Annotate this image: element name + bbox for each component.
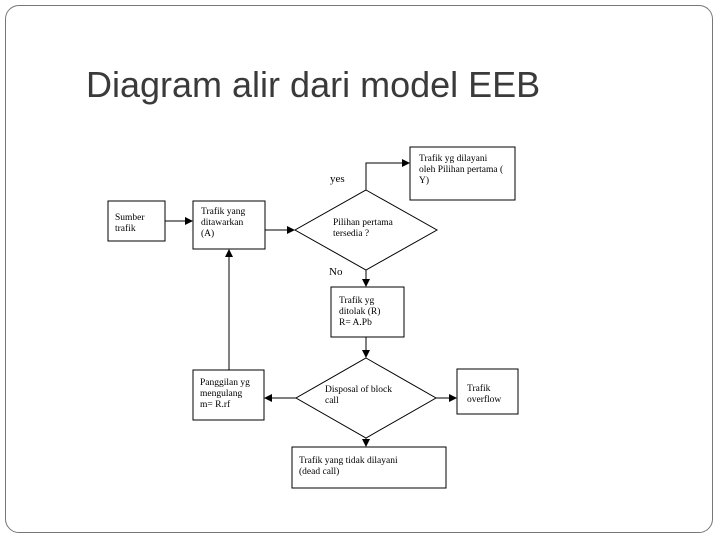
node-dilayani-box xyxy=(409,146,516,201)
node-tidak-dilayani-label: Trafik yang tidak dilayani (dead call) xyxy=(299,456,398,477)
edge-label-yes: yes xyxy=(330,173,345,185)
node-sumber-label: Sumber trafik xyxy=(115,213,145,234)
node-ditawarkan-label: Trafik yang ditawarkan (A) xyxy=(201,207,246,239)
node-dilayani-label: Trafik yg dilayani oleh Pilihan pertama … xyxy=(419,154,504,186)
node-disposal-label: Disposal of block call xyxy=(325,385,393,406)
node-pilihan-label: Pilihan pertama tersedia ? xyxy=(333,218,393,239)
edge-label-no: No xyxy=(329,266,343,278)
page-title: Diagram alir dari model EEB xyxy=(86,64,541,105)
edge-yes xyxy=(365,159,410,190)
node-mengulang-label: Panggilan yg mengulang m= R.rf xyxy=(200,378,250,410)
node-ditolak-box xyxy=(330,286,405,338)
slide: Diagram alir dari model EEB xyxy=(5,5,713,533)
node-overflow-box xyxy=(456,368,519,415)
node-overflow-label: Trafik overflow xyxy=(467,384,502,405)
node-ditolak-label: Trafik yg ditolak (R) R= A.Pb xyxy=(339,296,381,328)
node-tidak-dilayani-box xyxy=(291,446,447,489)
